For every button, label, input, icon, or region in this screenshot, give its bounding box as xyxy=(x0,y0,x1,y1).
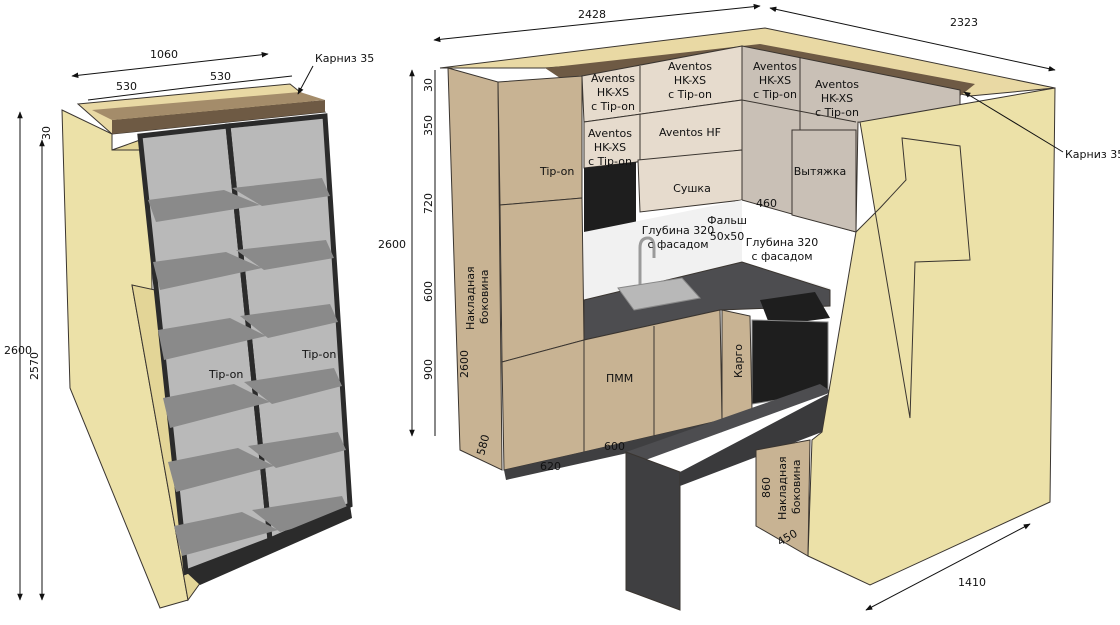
pantry-cornice-top xyxy=(92,92,325,120)
pantry-cabinet: Tip-on Tip-on 1060 530 530 Карниз 35 30 … xyxy=(4,48,374,609)
svg-text:с фасадом: с фасадом xyxy=(751,250,812,263)
dryer-cabinet xyxy=(637,149,743,213)
dryer-label: Сушка xyxy=(673,182,711,195)
pantry-shelves xyxy=(148,178,350,556)
dim-back-width: 2428 xyxy=(578,8,606,21)
bar-counter-leg xyxy=(625,451,681,611)
pantry-dim-height-inner: 2570 xyxy=(28,352,41,380)
svg-text:50х50: 50х50 xyxy=(710,230,745,243)
svg-text:с Tip-on: с Tip-on xyxy=(815,106,859,119)
dim-v-600: 600 xyxy=(422,281,435,302)
left-overlay-panel xyxy=(447,67,503,471)
dim-depth-right: 1410 xyxy=(958,576,986,589)
dishwasher-label: ПММ xyxy=(606,372,633,385)
svg-text:Накладная: Накладная xyxy=(464,266,477,330)
left-panel-label: Накладная боковина 2600 580 xyxy=(458,266,492,456)
svg-text:Накладная: Накладная xyxy=(776,456,789,520)
dim-v-30: 30 xyxy=(422,78,435,92)
dim-height-total: 2600 xyxy=(378,238,406,251)
svg-text:Aventos: Aventos xyxy=(588,127,632,140)
pantry-plinth xyxy=(186,505,352,585)
svg-text:HK-XS: HK-XS xyxy=(594,141,626,154)
hood-label: Вытяжка xyxy=(794,165,847,178)
pantry-cornice-label: Карниз 35 xyxy=(315,52,374,65)
bar-counter-top-face xyxy=(680,392,832,486)
false-panel-label: Фальш 50х50 xyxy=(707,214,747,243)
kitchen-cornice-strip xyxy=(545,44,975,96)
cargo-label: Карго xyxy=(732,344,745,378)
kitchen-set: Aventos HK-XS с Tip-on Aventos HK-XS с T… xyxy=(378,3,1120,611)
svg-text:боковина: боковина xyxy=(478,270,491,324)
dim-v-900: 900 xyxy=(422,359,435,380)
dim-460: 460 xyxy=(756,197,777,210)
upper-1-label: Aventos HK-XS с Tip-on xyxy=(591,72,635,113)
cooktop xyxy=(760,292,830,326)
dim-v-350: 350 xyxy=(422,115,435,136)
pantry-door-right-label: Tip-on xyxy=(301,348,336,361)
svg-text:Aventos: Aventos xyxy=(815,78,859,91)
svg-text:с Tip-on: с Tip-on xyxy=(591,100,635,113)
svg-text:HK-XS: HK-XS xyxy=(759,74,791,87)
right-panel-label: Накладная боковина 860 450 xyxy=(760,456,803,548)
svg-text:Глубина 320: Глубина 320 xyxy=(746,236,819,249)
svg-text:боковина: боковина xyxy=(790,460,803,514)
svg-text:с Tip-on: с Tip-on xyxy=(588,155,632,168)
upper-2-label: Aventos HK-XS с Tip-on xyxy=(588,127,632,168)
dim-620: 620 xyxy=(540,460,561,473)
svg-text:Aventos: Aventos xyxy=(753,60,797,73)
pantry-dim-half-right: 530 xyxy=(210,70,231,83)
kitchen-plinth xyxy=(504,420,722,480)
dim-v-720: 720 xyxy=(422,193,435,214)
bar-counter-top xyxy=(626,384,832,462)
svg-text:с Tip-on: с Tip-on xyxy=(753,88,797,101)
pantry-cornice xyxy=(112,100,325,134)
dim-side-width: 2323 xyxy=(950,16,978,29)
pantry-dim-half-left: 530 xyxy=(116,80,137,93)
svg-text:Глубина 320: Глубина 320 xyxy=(642,224,715,237)
svg-text:Фальш: Фальш xyxy=(707,214,747,227)
svg-text:HK-XS: HK-XS xyxy=(597,86,629,99)
kitchen-cornice-label: Карниз 35 xyxy=(1065,148,1120,161)
depth-right-label: Глубина 320 с фасадом xyxy=(746,236,819,263)
pantry-door-left-label: Tip-on xyxy=(208,368,243,381)
faucet xyxy=(638,236,656,288)
pantry-dim-height-total: 2600 xyxy=(4,344,32,357)
pantry-dim-width: 1060 xyxy=(150,48,178,61)
pantry-dim-top: 30 xyxy=(40,126,53,140)
tall-door-label: Tip-on xyxy=(539,165,574,178)
tall-column-lower xyxy=(499,197,585,363)
depth-left-label: Глубина 320 с фасадом xyxy=(642,224,715,251)
svg-text:580: 580 xyxy=(474,433,492,457)
upper-top-center-label: Aventos HK-XS с Tip-on xyxy=(668,60,712,101)
svg-text:HK-XS: HK-XS xyxy=(674,74,706,87)
lower-cabinets-left xyxy=(501,339,585,471)
aventos-hf-label: Aventos HF xyxy=(659,126,721,139)
sink xyxy=(617,277,701,311)
svg-text:Aventos: Aventos xyxy=(591,72,635,85)
svg-text:с фасадом: с фасадом xyxy=(647,238,708,251)
svg-text:2600: 2600 xyxy=(458,350,471,378)
dim-600-bottom: 600 xyxy=(604,440,625,453)
svg-text:860: 860 xyxy=(760,477,773,498)
svg-text:Aventos: Aventos xyxy=(668,60,712,73)
svg-text:HK-XS: HK-XS xyxy=(821,92,853,105)
upper-3-label: Aventos HK-XS с Tip-on xyxy=(753,60,797,101)
upper-4-label: Aventos HK-XS с Tip-on xyxy=(815,78,859,119)
hood-cabinet xyxy=(791,129,857,233)
svg-text:с Tip-on: с Tip-on xyxy=(668,88,712,101)
oven-tower xyxy=(584,162,636,232)
tall-column-upper xyxy=(497,75,583,206)
